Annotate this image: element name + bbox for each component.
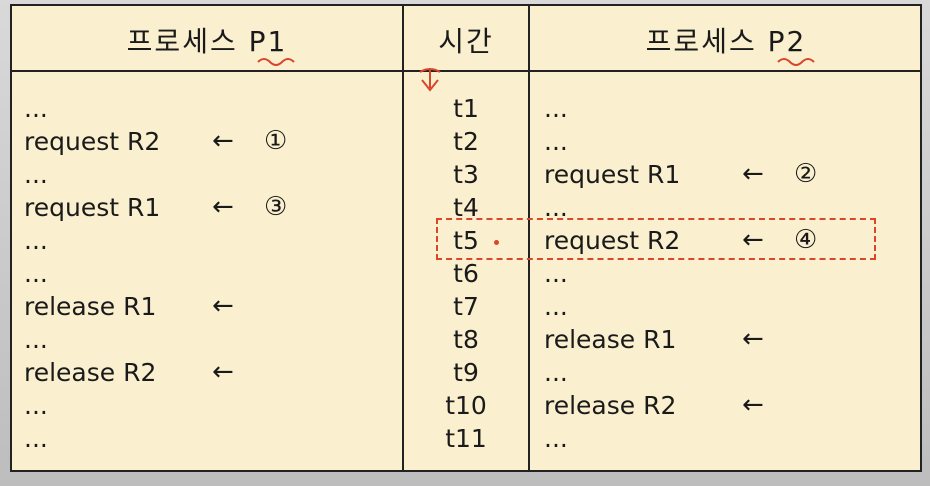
time-t11: t11 bbox=[445, 424, 487, 453]
column-divider-left bbox=[402, 6, 404, 470]
p2-row-5: request R2 bbox=[544, 226, 681, 255]
time-t3: t3 bbox=[453, 160, 479, 189]
p1-underline-mark bbox=[257, 58, 295, 66]
deadlock-table: 프로세스 P1 시간 프로세스 P2 ... request R2 ... re… bbox=[10, 4, 922, 472]
header-p1-name: P1 bbox=[248, 25, 288, 58]
header-p1: 프로세스 P1 bbox=[12, 20, 402, 60]
p2-row-8: release R1 bbox=[544, 325, 677, 354]
p1-row-7: release R1 bbox=[24, 292, 157, 321]
p2-arrow-2: ← bbox=[742, 159, 764, 189]
time-t10: t10 bbox=[445, 391, 487, 420]
p1-arrow-release-r1: ← bbox=[212, 291, 234, 321]
p2-underline-mark bbox=[777, 58, 815, 66]
p2-arrow-release-r2: ← bbox=[742, 390, 764, 420]
header-p2-prefix: 프로세스 bbox=[645, 25, 768, 58]
highlight-box-t5 bbox=[436, 218, 876, 260]
p1-row-5: ... bbox=[24, 226, 48, 255]
time-t6: t6 bbox=[453, 259, 479, 288]
p2-row-11: ... bbox=[544, 424, 568, 453]
time-t7: t7 bbox=[453, 292, 479, 321]
time-t9: t9 bbox=[453, 358, 479, 387]
annotation-dot bbox=[494, 240, 499, 245]
p2-arrow-release-r1: ← bbox=[742, 324, 764, 354]
p2-arrow-4: ← bbox=[742, 225, 764, 255]
time-t5: t5 bbox=[453, 226, 479, 255]
time-t2: t2 bbox=[453, 127, 479, 156]
p2-row-9: ... bbox=[544, 358, 568, 387]
header-p2: 프로세스 P2 bbox=[530, 20, 922, 60]
p2-row-4: ... bbox=[544, 193, 568, 222]
p2-row-3: request R1 bbox=[544, 160, 681, 189]
p1-order-1: ① bbox=[264, 126, 288, 156]
p1-arrow-1: ← bbox=[212, 126, 234, 156]
p1-order-3: ③ bbox=[264, 192, 288, 222]
header-p2-name: P2 bbox=[767, 25, 807, 58]
header-p1-prefix: 프로세스 bbox=[126, 25, 249, 58]
p2-row-2: ... bbox=[544, 127, 568, 156]
p2-row-7: ... bbox=[544, 292, 568, 321]
header-time: 시간 bbox=[438, 25, 494, 58]
p2-order-4: ④ bbox=[794, 225, 818, 255]
p1-row-3: ... bbox=[24, 160, 48, 189]
p1-row-2: request R2 bbox=[24, 127, 161, 156]
p1-row-11: ... bbox=[24, 424, 48, 453]
p2-row-6: ... bbox=[544, 259, 568, 288]
p2-order-2: ② bbox=[794, 159, 818, 189]
p1-arrow-release-r2: ← bbox=[212, 357, 234, 387]
p1-row-8: ... bbox=[24, 325, 48, 354]
p1-row-9: release R2 bbox=[24, 358, 157, 387]
time-t4: t4 bbox=[453, 193, 479, 222]
p1-row-1: ... bbox=[24, 94, 48, 123]
p2-row-1: ... bbox=[544, 94, 568, 123]
p2-row-10: release R2 bbox=[544, 391, 677, 420]
time-arrow-mark bbox=[419, 68, 441, 92]
time-t8: t8 bbox=[453, 325, 479, 354]
header-divider bbox=[12, 70, 920, 72]
time-t1: t1 bbox=[453, 94, 479, 123]
p1-row-10: ... bbox=[24, 391, 48, 420]
p1-arrow-3: ← bbox=[212, 192, 234, 222]
column-divider-right bbox=[528, 6, 530, 470]
p1-row-6: ... bbox=[24, 259, 48, 288]
p1-row-4: request R1 bbox=[24, 193, 161, 222]
